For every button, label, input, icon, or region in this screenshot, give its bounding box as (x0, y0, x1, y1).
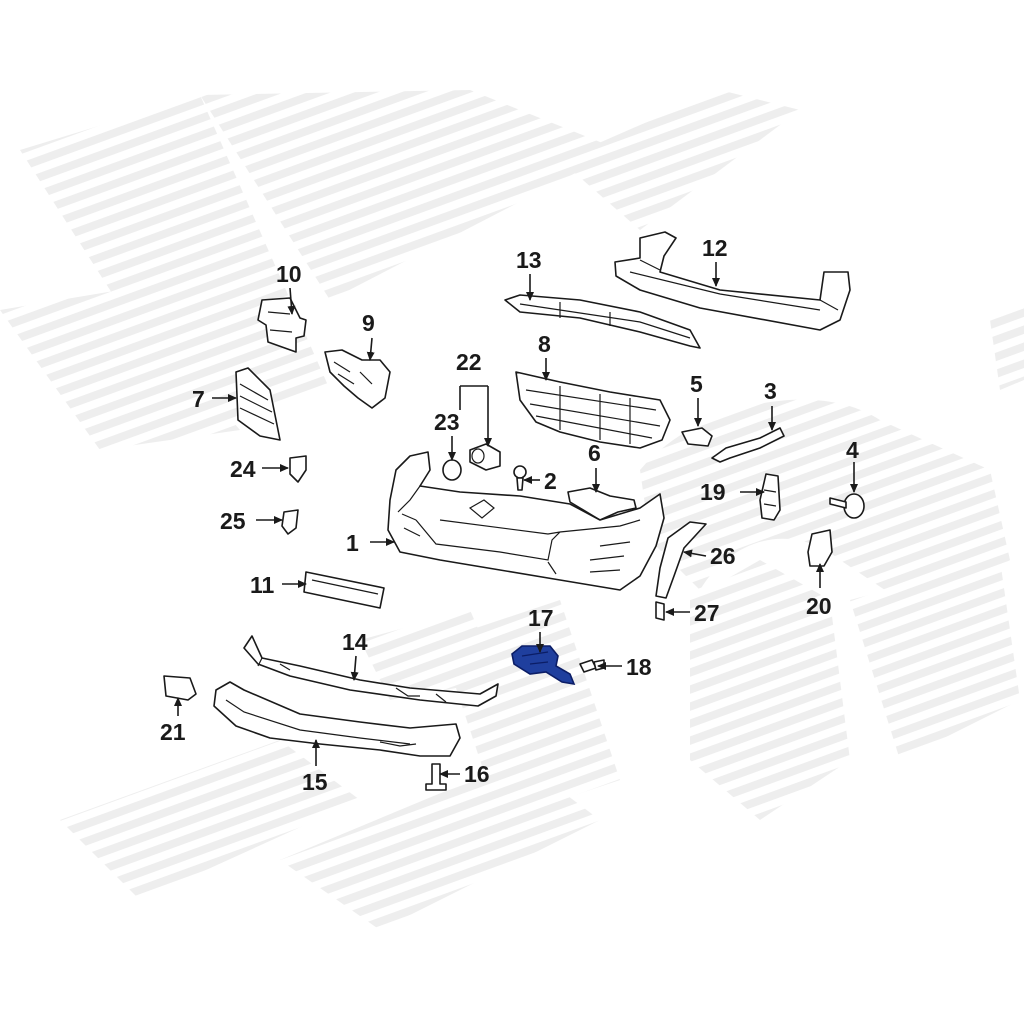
callout-10: 10 (276, 261, 302, 287)
screw-fastener (513, 465, 527, 491)
side-grille (235, 367, 281, 441)
callout-23: 23 (434, 409, 460, 435)
callout-16: 16 (464, 761, 490, 787)
callout-19: 19 (700, 479, 726, 505)
center-grille (515, 371, 671, 449)
callout-13: 13 (516, 247, 542, 273)
tow-hook-cap (163, 675, 197, 701)
callout-14: 14 (342, 629, 368, 655)
bolt-fastener (829, 493, 865, 519)
callout-2: 2 (544, 468, 557, 494)
bumper-reinforcement-beam (614, 231, 851, 331)
impact-absorber (681, 427, 713, 447)
grille-support-bar (504, 294, 701, 349)
mount-bracket (759, 473, 781, 521)
emblem-badge (281, 509, 299, 535)
license-plate-bracket (303, 571, 385, 609)
push-pin-fastener (425, 763, 447, 791)
callout-1: 1 (346, 530, 359, 556)
bumper-cover (387, 451, 665, 591)
callout-22: 22 (456, 349, 482, 375)
parking-sensor (469, 443, 501, 471)
lower-valance (213, 681, 461, 757)
sensor-ring (442, 459, 462, 481)
callout-15: 15 (302, 769, 328, 795)
side-support-bracket (711, 427, 785, 463)
highlighted-bracket-17[interactable] (511, 645, 576, 686)
callout-4: 4 (846, 437, 859, 463)
washer-bracket (324, 349, 391, 409)
watermark-logo (0, 90, 1024, 930)
small-clip (655, 601, 665, 621)
callout-8: 8 (538, 331, 551, 357)
retainer-clip (807, 529, 833, 567)
leader-lines (174, 262, 858, 778)
callout-7: 7 (192, 386, 205, 412)
callout-5: 5 (690, 371, 703, 397)
callout-6: 6 (588, 440, 601, 466)
callout-20: 20 (806, 593, 832, 619)
callout-17: 17 (528, 605, 554, 631)
callout-21: 21 (160, 719, 186, 745)
callout-24: 24 (230, 456, 256, 482)
emblem-shield (289, 455, 307, 483)
callout-26: 26 (710, 543, 736, 569)
callout-labels: 1 2 3 4 5 6 7 8 9 10 11 12 13 14 15 16 1… (160, 235, 859, 795)
callout-9: 9 (362, 310, 375, 336)
center-mount-bracket (567, 487, 637, 521)
side-molding-strip (655, 521, 707, 599)
callout-12: 12 (702, 235, 728, 261)
lower-spoiler (243, 635, 499, 707)
callout-11: 11 (250, 572, 275, 598)
callout-18: 18 (626, 654, 652, 680)
callout-25: 25 (220, 508, 246, 534)
callout-27: 27 (694, 600, 720, 626)
callout-3: 3 (764, 378, 777, 404)
